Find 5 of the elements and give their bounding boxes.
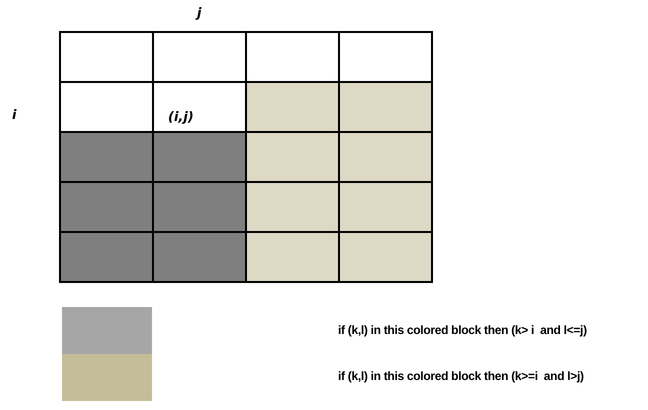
cell-label: (i,j) [168, 110, 194, 126]
column-label: j [197, 6, 202, 22]
row-label: i [12, 108, 16, 124]
legend-text: if (k,l) in this colored block then (k> i and l<=j) [338, 322, 587, 338]
legend-text: if (k,l) in this colored block then (k>=i and l>j) [338, 368, 584, 384]
